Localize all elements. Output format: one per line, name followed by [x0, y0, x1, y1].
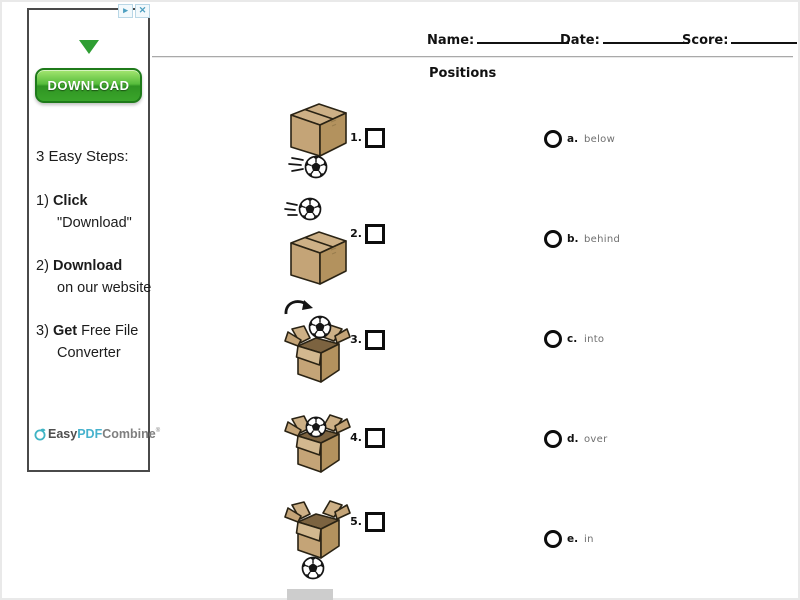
name-blank-line	[477, 31, 570, 44]
option-e-radio[interactable]	[544, 530, 562, 548]
question-1-checkbox[interactable]	[365, 128, 385, 148]
option-c-letter: c.	[567, 333, 578, 345]
step-2-action: Download	[52, 258, 123, 274]
option-b-letter: b.	[567, 233, 579, 245]
ad-step-2-detail: on our website	[57, 280, 152, 296]
option-b-text: behind	[584, 234, 621, 245]
step-1-number: 1)	[36, 193, 49, 209]
name-label: Name:	[427, 33, 475, 48]
question-4-number: 4.	[350, 431, 362, 444]
date-label: Date:	[560, 33, 600, 48]
option-a-radio[interactable]	[544, 130, 562, 148]
question-5-number: 5.	[350, 515, 362, 528]
question-1-image	[288, 103, 347, 182]
logo-swirl-icon	[34, 428, 46, 441]
score-blank-line	[731, 31, 798, 44]
option-a-letter: a.	[567, 133, 579, 145]
download-button[interactable]: DOWNLOAD	[35, 68, 142, 103]
question-1-number: 1.	[350, 131, 362, 144]
question-4-checkbox[interactable]	[365, 428, 385, 448]
option-c-radio[interactable]	[544, 330, 562, 348]
ad-step-3-detail: Converter	[57, 345, 121, 361]
question-5-checkbox[interactable]	[365, 512, 385, 532]
option-d-letter: d.	[567, 433, 579, 445]
question-3-image	[284, 300, 351, 383]
logo-text-pdf: PDF	[77, 427, 103, 441]
close-icon[interactable]: ✕	[135, 4, 150, 18]
option-d-radio[interactable]	[544, 430, 562, 448]
name-field: Name:	[427, 31, 570, 48]
ad-step-1: 1) Click	[36, 193, 88, 209]
logo-text-combine: Combine	[102, 427, 156, 441]
question-3-checkbox[interactable]	[365, 330, 385, 350]
option-c-text: into	[584, 334, 605, 345]
question-2-number: 2.	[350, 227, 362, 240]
option-b-radio[interactable]	[544, 230, 562, 248]
ad-step-2: 2) Download	[36, 258, 122, 274]
step-3-action: Get	[52, 323, 78, 339]
date-field: Date:	[560, 31, 689, 48]
ad-panel: ▸ ✕ DOWNLOAD 3 Easy Steps: 1) Click "Dow…	[27, 4, 160, 472]
motion-lines-icon	[288, 157, 304, 172]
ad-controls: ▸ ✕	[118, 4, 150, 18]
step-3-tail: Free File	[77, 323, 139, 339]
ad-step-3: 3) Get Free File	[36, 323, 138, 339]
question-2-image	[284, 196, 347, 285]
score-field: Score:	[682, 31, 798, 48]
question-5-image	[284, 500, 351, 584]
option-e-letter: e.	[567, 533, 579, 545]
curved-arrow-icon	[284, 300, 313, 315]
option-d-text: over	[584, 434, 608, 445]
logo-text-easy: Easy	[48, 427, 78, 441]
question-2-checkbox[interactable]	[365, 224, 385, 244]
logo-trademark: ®	[155, 428, 161, 434]
option-a-text: below	[584, 134, 616, 145]
next-question-partial	[287, 589, 333, 600]
page-title: Positions	[429, 66, 497, 81]
download-arrow-icon	[79, 40, 99, 54]
date-blank-line	[602, 31, 689, 44]
adchoices-icon[interactable]: ▸	[118, 4, 133, 18]
ad-steps-title: 3 Easy Steps:	[36, 148, 129, 165]
score-label: Score:	[682, 33, 729, 48]
ad-step-1-detail: "Download"	[57, 215, 132, 231]
motion-lines-icon	[284, 202, 298, 216]
step-1-action: Click	[52, 193, 88, 209]
step-3-number: 3)	[36, 323, 49, 339]
option-e-text: in	[584, 534, 594, 545]
question-4-image	[284, 402, 351, 473]
question-3-number: 3.	[350, 333, 362, 346]
step-2-number: 2)	[36, 258, 49, 274]
header-divider	[152, 56, 793, 58]
